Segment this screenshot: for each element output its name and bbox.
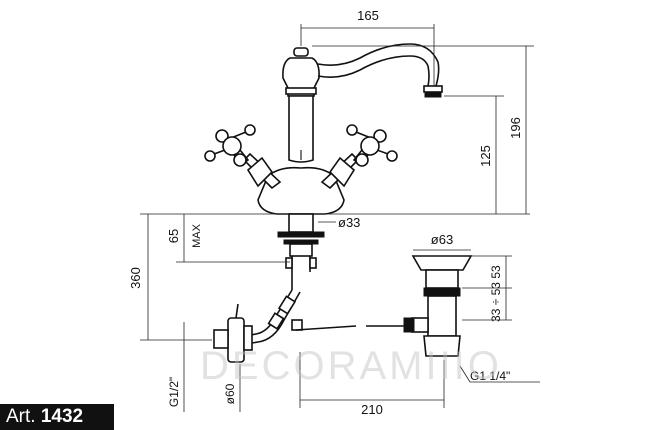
under-deck-fixing	[277, 213, 325, 290]
left-cross-handle	[204, 124, 256, 167]
dim-125-label: 125	[478, 145, 493, 167]
article-prefix: Art.	[6, 406, 36, 427]
dim-210-label: 210	[361, 402, 383, 417]
dim-max-label: MAX	[191, 223, 203, 248]
article-label: Art. 1432	[0, 404, 114, 430]
dim-waste-height-label: 53	[489, 265, 503, 279]
dim-196-label: 196	[508, 117, 523, 139]
dim-waste-thread: G1 1/4"	[459, 365, 540, 383]
mixer-tap	[204, 43, 443, 215]
pop-up-waste	[366, 255, 473, 357]
dim-210: 210	[299, 352, 445, 417]
dim-65-label: 65	[166, 229, 181, 243]
dim-165: 165	[300, 8, 435, 86]
dim-165-label: 165	[357, 8, 379, 23]
dim-196: 196	[312, 45, 534, 214]
dim-rosette-label: ø60	[223, 383, 237, 404]
dim-waste-thread-label: G1 1/4"	[470, 369, 510, 383]
dim-supply-thread-label: G1/2"	[167, 377, 181, 407]
dim-hole: ø33	[318, 215, 360, 230]
dim-waste-height: 53 33 ÷ 53	[462, 255, 512, 322]
dim-waste-range-label: 33 ÷ 53	[489, 282, 503, 322]
dim-hole-label: ø33	[338, 215, 360, 230]
right-cross-handle	[346, 124, 398, 167]
watermark: DECORAMIIIO	[200, 344, 502, 388]
flexible-pipe	[245, 289, 357, 345]
dim-rosette: ø60	[223, 364, 241, 412]
dim-125: 125	[444, 95, 504, 214]
dim-waste-diameter-label: ø63	[431, 232, 453, 247]
dim-65: 65 MAX	[166, 214, 290, 263]
dim-supply-thread: G1/2"	[167, 322, 185, 412]
dim-waste-diameter: ø63	[413, 232, 471, 251]
dim-360: 360	[128, 214, 212, 341]
angle-valve	[213, 303, 253, 363]
dim-360-label: 360	[128, 267, 143, 289]
article-number: 1432	[40, 406, 84, 427]
